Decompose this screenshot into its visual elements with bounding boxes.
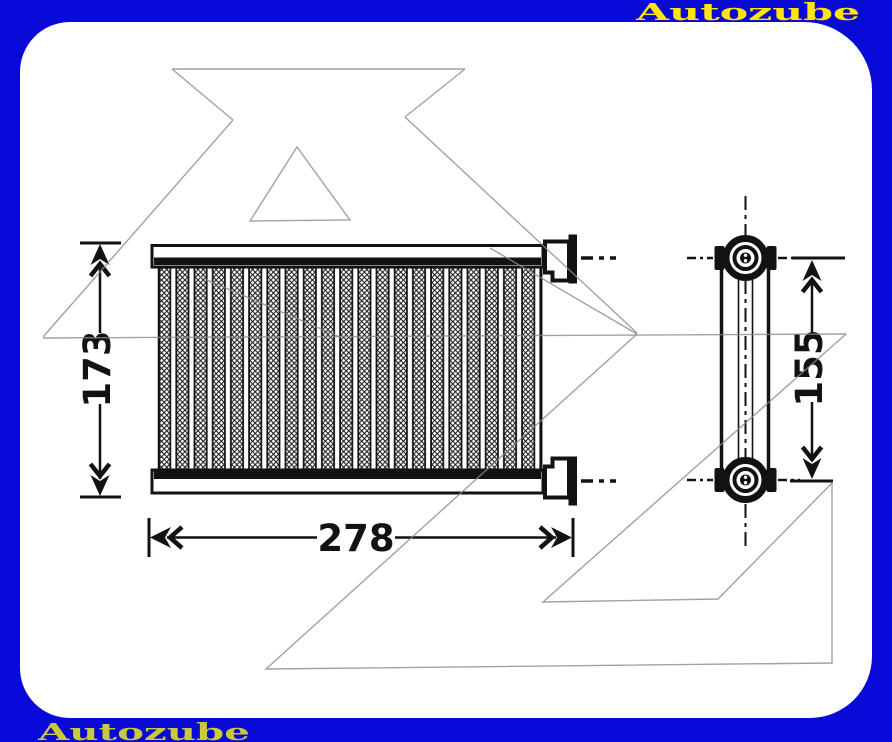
top-flange [687, 235, 808, 281]
dimension-front-width: 278 [147, 517, 575, 560]
side-view [687, 196, 808, 546]
brand-logo-top: Autozube [636, 0, 860, 26]
watermark-a-counter [248, 145, 352, 222]
bottom-flange [687, 457, 800, 503]
dimension-side-height: 155 [788, 256, 845, 483]
top-tank [150, 244, 545, 269]
dim-label-173: 173 [76, 330, 119, 407]
brand-logo-bottom: Autozube [38, 719, 250, 742]
dim-label-155: 155 [788, 329, 831, 406]
dim-label-278: 278 [317, 517, 394, 560]
front-view [150, 234, 616, 506]
watermark-logo [42, 68, 847, 670]
core-fins [157, 265, 543, 472]
bottom-tank [150, 468, 545, 495]
bottom-pipe-fitting [543, 456, 616, 506]
top-pipe-fitting [543, 234, 616, 284]
dimension-front-height: 173 [76, 241, 121, 499]
